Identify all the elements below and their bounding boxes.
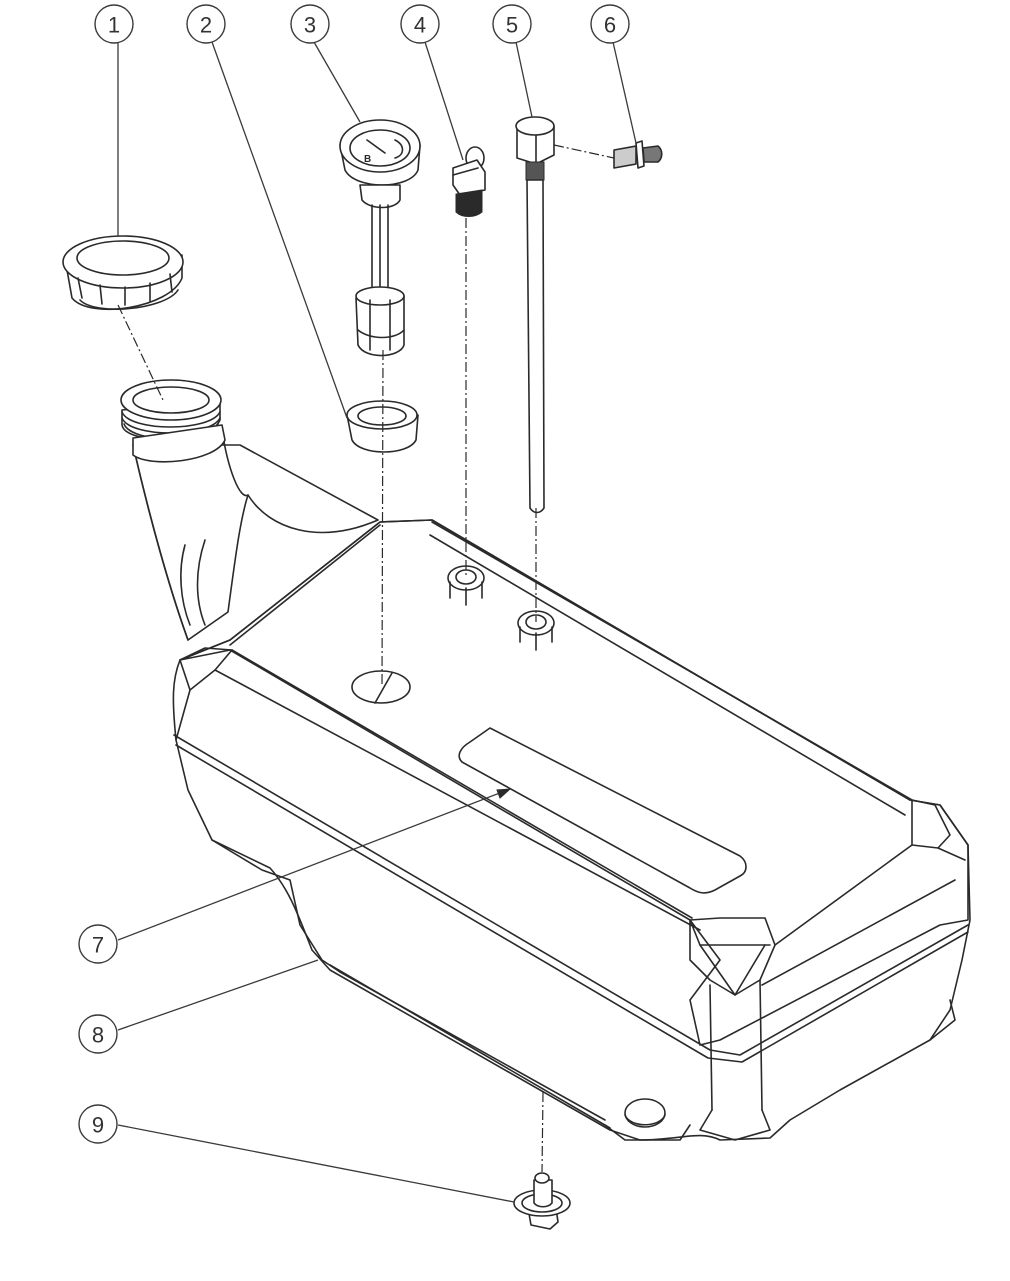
fuel-gauge-sender: B <box>339 119 421 357</box>
callout-7: 7 <box>78 924 118 964</box>
svg-text:1: 1 <box>108 13 120 38</box>
leader-lines <box>117 41 637 1203</box>
svg-text:8: 8 <box>92 1023 104 1048</box>
svg-text:6: 6 <box>604 13 616 38</box>
pickup-port-boss <box>517 610 555 651</box>
callout-4: 4 <box>400 4 440 44</box>
svg-text:B: B <box>364 154 371 165</box>
grommet <box>346 400 419 453</box>
assembly-centerlines <box>117 144 615 1173</box>
svg-text:7: 7 <box>92 933 104 958</box>
drain-plug <box>513 1172 571 1230</box>
callout-9: 9 <box>78 1104 118 1144</box>
callout-6: 6 <box>590 4 630 44</box>
callout-1: 1 <box>94 4 134 44</box>
svg-text:3: 3 <box>304 13 316 38</box>
elbow-fitting-small <box>452 146 486 217</box>
svg-text:5: 5 <box>506 13 518 38</box>
elbow-fitting-with-tube <box>515 116 555 514</box>
label-plate <box>458 727 747 894</box>
straight-fitting <box>613 140 663 169</box>
callout-5: 5 <box>492 4 532 44</box>
svg-text:9: 9 <box>92 1113 104 1138</box>
sender-port <box>351 670 411 704</box>
filler-cap <box>62 235 184 311</box>
svg-text:2: 2 <box>200 13 212 38</box>
fuel-tank-body <box>132 429 971 1141</box>
callout-2: 2 <box>186 4 226 44</box>
callout-3: 3 <box>290 4 330 44</box>
filler-neck <box>120 379 226 463</box>
callout-8: 8 <box>78 1014 118 1054</box>
svg-text:4: 4 <box>414 13 426 38</box>
